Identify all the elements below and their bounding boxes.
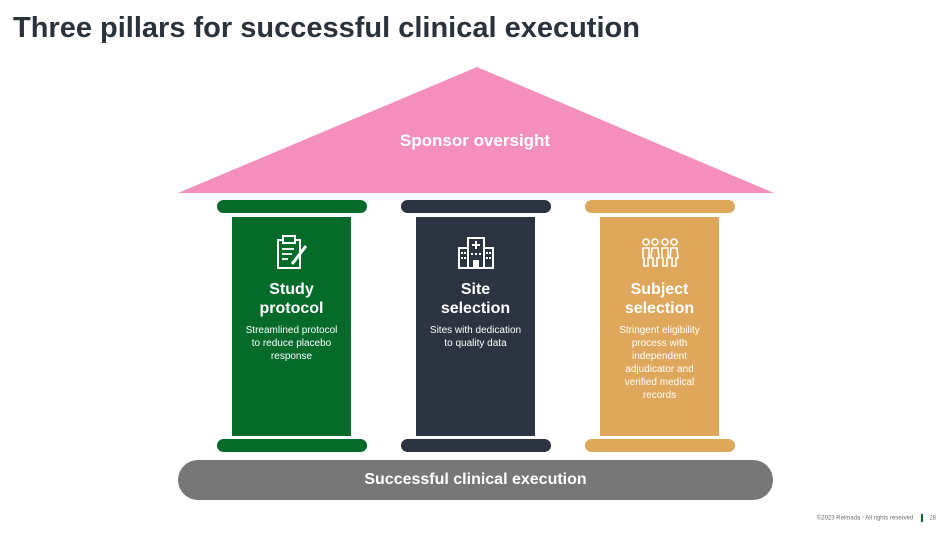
pillar-shaft	[600, 217, 719, 436]
pillar-top-cap	[217, 200, 367, 213]
pillar-description: Streamlined protocol to reduce placebo r…	[245, 325, 338, 362]
page-title: Three pillars for successful clinical ex…	[13, 12, 640, 44]
pillar-top-cap	[585, 200, 735, 213]
hospital-icon	[457, 237, 494, 269]
page-number: 28	[929, 515, 936, 522]
clipboard-pen-icon	[276, 235, 307, 269]
pillar-bottom-cap	[401, 439, 551, 452]
roof-triangle	[178, 67, 774, 193]
copyright-text: ©2023 Relmada - All rights reserved	[816, 515, 914, 522]
pillar-description: Sites with dedication to quality data	[429, 325, 522, 349]
pillar-top-cap	[401, 200, 551, 213]
foundation-base: Successful clinical execution	[178, 460, 773, 500]
pillar-description: Stringent eligibility process with indep…	[619, 325, 700, 401]
people-group-icon	[641, 238, 679, 267]
pillar-bottom-cap	[217, 439, 367, 452]
footer-divider	[921, 514, 924, 522]
pillar-bottom-cap	[585, 439, 735, 452]
footer: ©2023 Relmada - All rights reserved 28	[817, 514, 936, 522]
roof-label: Sponsor oversight	[399, 131, 551, 150]
